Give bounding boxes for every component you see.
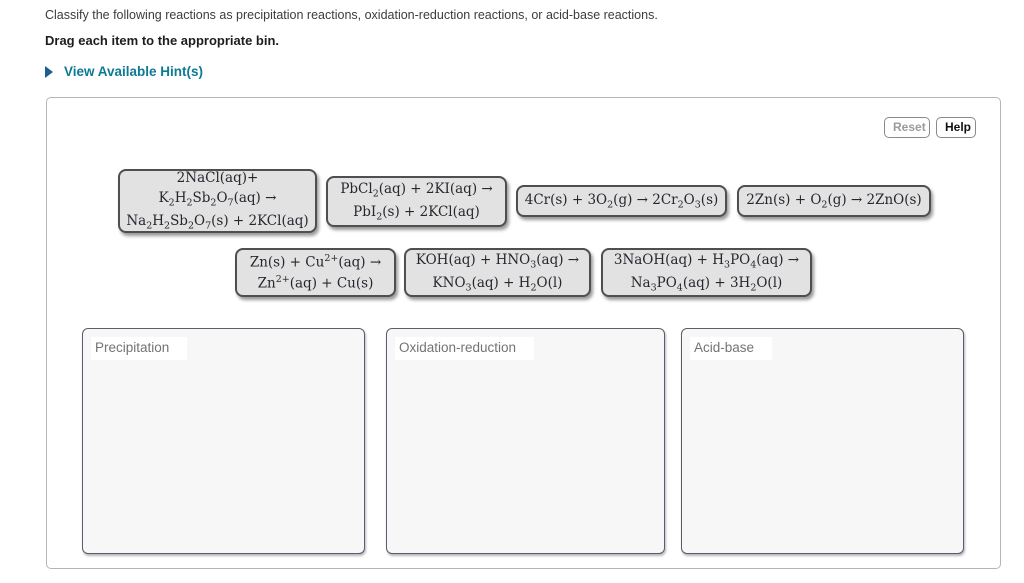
reaction-tile-zn-o2[interactable]: 2Zn(s) + O2(g) → 2ZnO(s) — [737, 185, 931, 217]
activity-panel: Reset Help 2NaCl(aq)+K2H2Sb2O7(aq) →Na2H… — [46, 97, 1001, 569]
equation-text: 4Cr(s) + 3O2(g) → 2Cr2O3(s) — [524, 191, 719, 211]
view-hints-row[interactable]: View Available Hint(s) — [45, 64, 203, 79]
reaction-tile-cr-o2[interactable]: 4Cr(s) + 3O2(g) → 2Cr2O3(s) — [516, 185, 727, 217]
reaction-tile-koh-hno3[interactable]: KOH(aq) + HNO3(aq) →KNO3(aq) + H2O(l) — [404, 248, 591, 297]
bin-acid-base[interactable]: Acid-base — [681, 328, 964, 554]
equation-text: KOH(aq) + HNO3(aq) →KNO3(aq) + H2O(l) — [415, 251, 580, 294]
equation-text: 3NaOH(aq) + H3PO4(aq) →Na3PO4(aq) + 3H2O… — [613, 251, 800, 294]
bin-oxidation-reduction[interactable]: Oxidation-reduction — [386, 328, 665, 554]
reset-button[interactable]: Reset — [884, 117, 930, 138]
equation-text: Zn(s) + Cu2+(aq) →Zn2+(aq) + Cu(s) — [249, 252, 382, 291]
reaction-tile-pbcl2-ki[interactable]: PbCl2(aq) + 2KI(aq) →PbI2(s) + 2KCl(aq) — [326, 176, 507, 227]
bin-precipitation[interactable]: Precipitation — [82, 328, 365, 554]
equation-text: 2NaCl(aq)+K2H2Sb2O7(aq) →Na2H2Sb2O7(s) +… — [126, 169, 309, 232]
bin-label: Precipitation — [91, 337, 188, 360]
equation-text: 2Zn(s) + O2(g) → 2ZnO(s) — [746, 191, 922, 211]
expand-arrow-icon — [45, 65, 53, 78]
equation-text: PbCl2(aq) + 2KI(aq) →PbI2(s) + 2KCl(aq) — [340, 180, 493, 223]
bin-label: Acid-base — [690, 337, 773, 360]
bin-label: Oxidation-reduction — [395, 337, 535, 360]
reaction-tile-nacl-k2h2sb2o7[interactable]: 2NaCl(aq)+K2H2Sb2O7(aq) →Na2H2Sb2O7(s) +… — [118, 169, 317, 233]
view-hints-link[interactable]: View Available Hint(s) — [64, 64, 204, 79]
reaction-tile-naoh-h3po4[interactable]: 3NaOH(aq) + H3PO4(aq) →Na3PO4(aq) + 3H2O… — [601, 248, 812, 297]
drag-instruction-text: Drag each item to the appropriate bin. — [45, 33, 280, 48]
reaction-tile-zn-cu[interactable]: Zn(s) + Cu2+(aq) →Zn2+(aq) + Cu(s) — [235, 248, 396, 297]
instruction-text: Classify the following reactions as prec… — [45, 8, 658, 22]
help-button[interactable]: Help — [936, 117, 976, 138]
